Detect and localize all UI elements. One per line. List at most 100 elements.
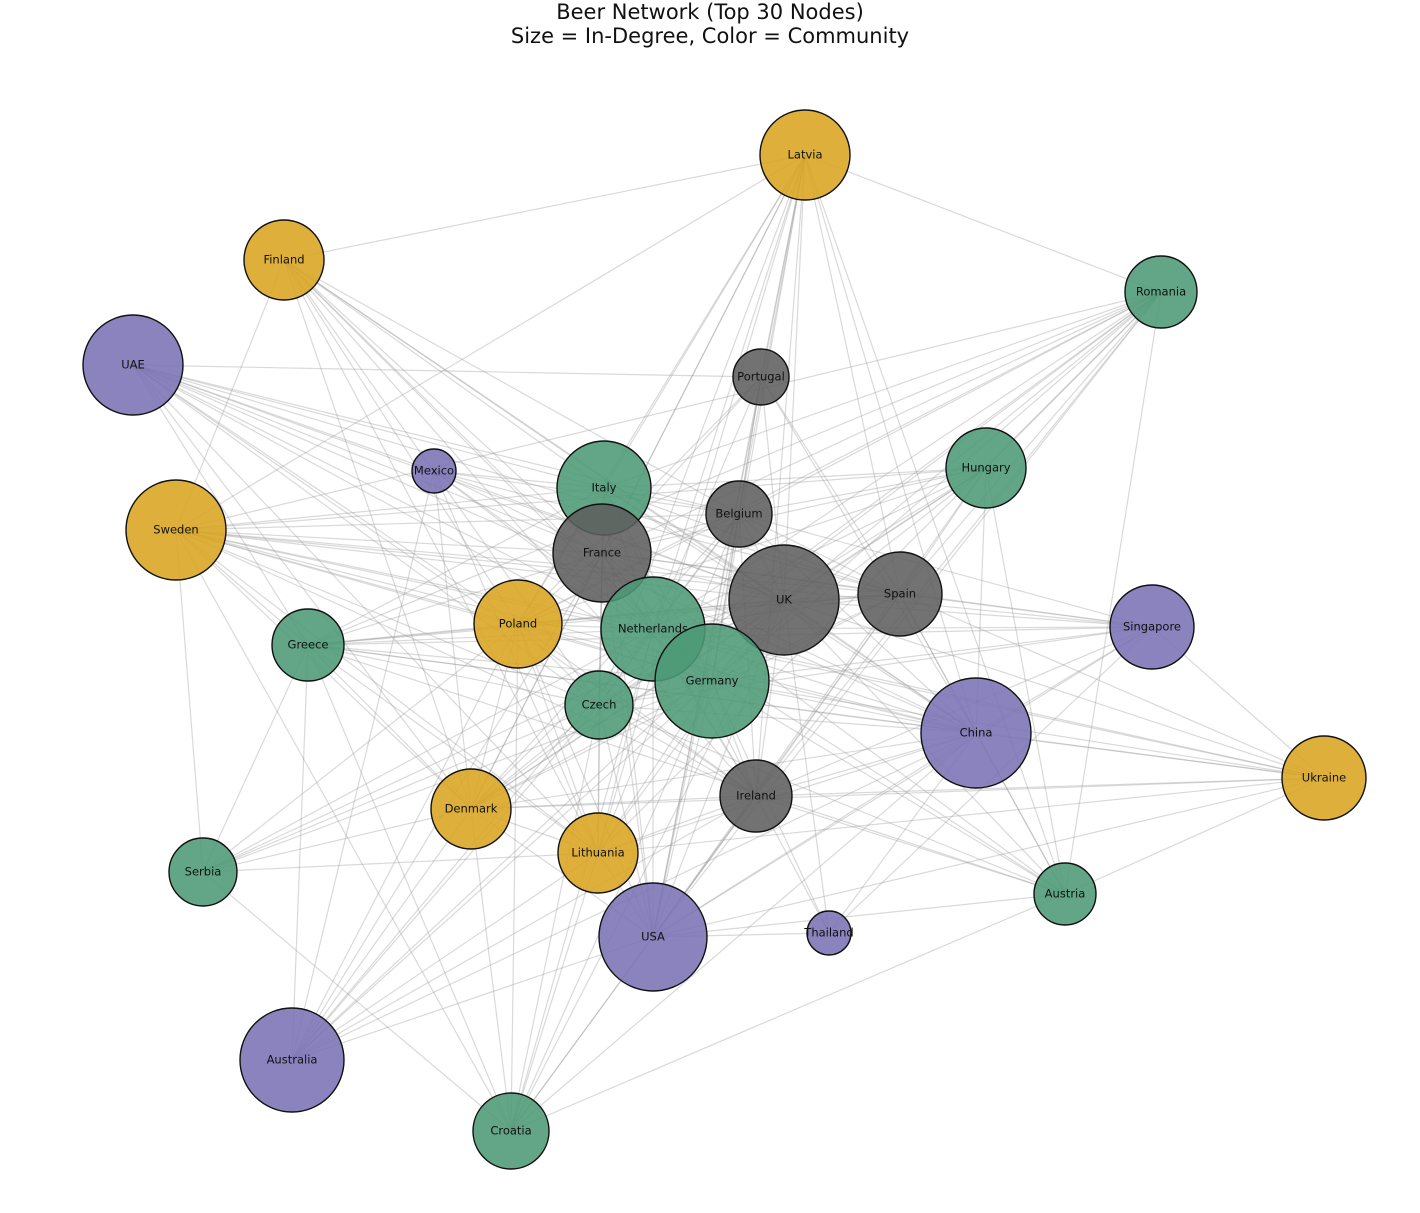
node-poland: Poland — [473, 579, 563, 669]
node-label-lithuania: Lithuania — [571, 846, 624, 860]
node-circle-belgium — [705, 480, 773, 548]
edge-singapore-usa — [652, 626, 1153, 938]
edge-greece-australia — [291, 644, 309, 1061]
node-uk: UK — [728, 544, 840, 656]
node-label-australia: Australia — [267, 1053, 318, 1067]
edge-romania-greece — [307, 291, 1162, 646]
edge-uae-uk — [132, 364, 785, 601]
edge-latvia-netherlands — [652, 154, 806, 630]
node-label-ireland: Ireland — [736, 789, 776, 803]
edge-latvia-sweden — [175, 154, 806, 531]
edge-portugal-spain — [760, 376, 901, 595]
edge-portugal-china — [760, 376, 977, 734]
node-label-denmark: Denmark — [445, 802, 498, 816]
edge-sweden-france — [175, 529, 603, 554]
title-line-2: Size = In-Degree, Color = Community — [510, 24, 910, 48]
edge-czech-china — [598, 704, 977, 734]
edge-uae-greece — [132, 364, 309, 646]
edge-ukraine-austria — [1064, 777, 1325, 895]
node-portugal: Portugal — [732, 348, 790, 406]
node-label-czech: Czech — [582, 698, 617, 712]
edge-mexico-australia — [291, 470, 435, 1061]
edge-poland-croatia — [510, 623, 519, 1132]
edge-romania-italy — [603, 291, 1162, 489]
edge-france-greece — [307, 552, 603, 646]
edge-latvia-uk — [783, 154, 806, 601]
edge-china-ukraine — [975, 732, 1325, 779]
node-circle-germany — [654, 623, 770, 739]
edge-finland-poland — [283, 259, 519, 625]
edge-belgium-sweden — [175, 513, 740, 531]
edge-sweden-netherlands — [175, 529, 654, 630]
edge-ireland-austria — [755, 795, 1066, 895]
edge-spain-ukraine — [899, 593, 1325, 779]
node-label-latvia: Latvia — [787, 148, 822, 162]
node-label-sweden: Sweden — [153, 523, 198, 537]
node-layer: LatviaFinlandUAERomaniaPortugalMexicoIta… — [82, 109, 1367, 1170]
node-label-france: France — [583, 546, 621, 560]
edge-denmark-croatia — [470, 808, 512, 1132]
node-circle-croatia — [472, 1092, 550, 1170]
edge-greece-czech — [307, 644, 600, 706]
node-circle-ireland — [719, 759, 793, 833]
node-circle-lithuania — [557, 812, 639, 894]
node-label-serbia: Serbia — [185, 865, 222, 879]
edge-sweden-poland — [175, 529, 519, 625]
edge-latvia-china — [804, 154, 977, 734]
edge-spain-usa — [652, 593, 901, 938]
edge-sweden-croatia — [175, 529, 512, 1132]
edge-belgium-denmark — [470, 513, 740, 810]
node-circle-ukraine — [1281, 735, 1367, 821]
node-australia: Australia — [239, 1007, 345, 1113]
edge-finland-italy — [283, 259, 605, 489]
edge-finland-denmark — [283, 259, 472, 810]
edge-mexico-denmark — [433, 470, 472, 810]
edge-ukraine-denmark — [470, 777, 1325, 810]
node-germany: Germany — [654, 623, 770, 739]
node-circle-singapore — [1109, 584, 1195, 670]
edge-ukraine-usa — [652, 777, 1325, 938]
edge-greece-lithuania — [307, 644, 599, 854]
node-singapore: Singapore — [1109, 584, 1195, 670]
chart-title: Beer Network (Top 30 Nodes) Size = In-De… — [0, 0, 1420, 48]
node-label-hungary: Hungary — [961, 461, 1010, 475]
edge-singapore-germany — [711, 626, 1153, 682]
title-line-1: Beer Network (Top 30 Nodes) — [556, 0, 864, 24]
edge-sweden-china — [175, 529, 977, 734]
node-label-netherlands: Netherlands — [618, 622, 688, 636]
edge-poland-australia — [291, 623, 519, 1061]
node-circle-hungary — [945, 427, 1027, 509]
node-label-uae: UAE — [121, 358, 145, 372]
node-circle-spain — [857, 551, 943, 637]
edge-netherlands-serbia — [202, 628, 654, 873]
node-ukraine: Ukraine — [1281, 735, 1367, 821]
edge-austria-usa — [652, 893, 1066, 938]
node-belgium: Belgium — [705, 480, 773, 548]
edge-romania-austria — [1064, 291, 1162, 895]
node-label-germany: Germany — [686, 674, 739, 688]
edge-latvia-spain — [804, 154, 901, 595]
edge-china-croatia — [510, 732, 977, 1132]
edge-greece-croatia — [307, 644, 512, 1132]
edge-uae-italy — [132, 364, 605, 489]
edge-czech-austria — [598, 704, 1066, 895]
node-circle-china — [920, 677, 1032, 789]
node-spain: Spain — [857, 551, 943, 637]
edge-greece-austria — [307, 644, 1066, 895]
node-china: China — [920, 677, 1032, 789]
edge-latvia-germany — [711, 154, 806, 682]
node-czech: Czech — [564, 670, 634, 740]
edge-hungary-austria — [985, 467, 1066, 895]
node-mexico: Mexico — [411, 448, 457, 494]
node-circle-mexico — [411, 448, 457, 494]
edge-germany-austria — [711, 680, 1066, 895]
edge-romania-ireland — [755, 291, 1162, 797]
edge-finland-france — [283, 259, 603, 554]
node-circle-usa — [598, 882, 708, 992]
node-usa: USA — [598, 882, 708, 992]
node-label-romania: Romania — [1136, 285, 1186, 299]
edge-italy-sweden — [175, 487, 605, 531]
node-circle-australia — [239, 1007, 345, 1113]
edge-finland-uk — [283, 259, 785, 601]
edge-belgium-singapore — [738, 513, 1153, 628]
